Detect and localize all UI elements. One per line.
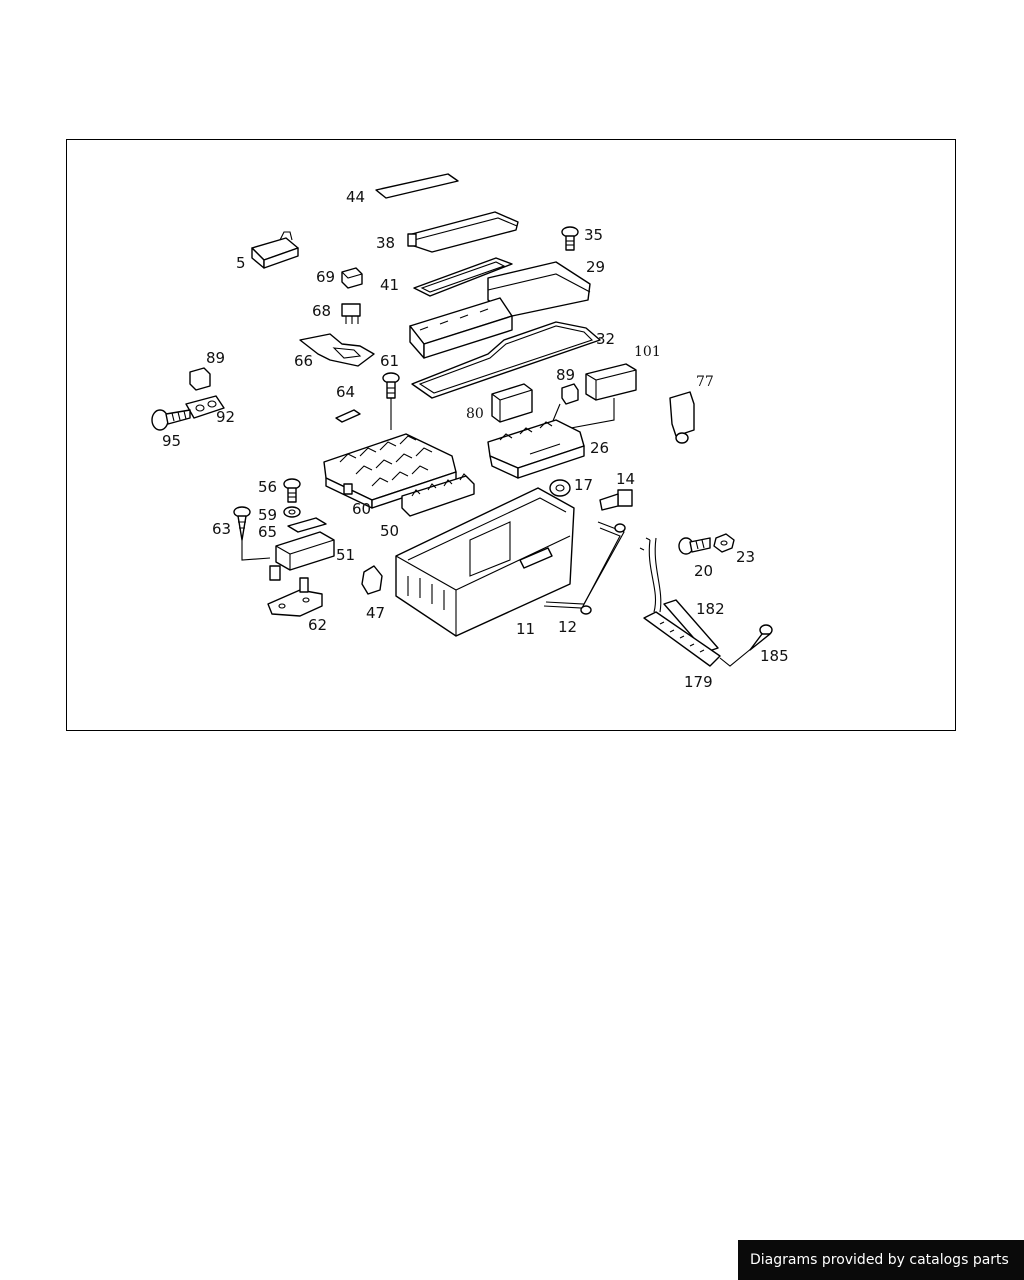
part-35-screw[interactable] [561, 226, 579, 251]
label-101: 101 [634, 344, 661, 360]
part-80-relay[interactable] [491, 383, 533, 423]
part-17-grommet[interactable] [549, 479, 571, 497]
part-77-connector[interactable] [669, 391, 695, 444]
part-23-nut[interactable] [713, 533, 735, 553]
label-65: 65 [258, 523, 277, 541]
part-50-fuse-strip[interactable] [401, 473, 475, 517]
label-38: 38 [376, 234, 395, 252]
part-47-clip[interactable] [361, 565, 383, 595]
part-14-plug[interactable] [599, 489, 633, 511]
label-44: 44 [346, 188, 365, 206]
credit-banner: Diagrams provided by catalogs parts [738, 1240, 1024, 1280]
part-41-gasket[interactable] [413, 257, 513, 297]
label-60: 60 [352, 500, 371, 518]
part-101-relay[interactable] [559, 363, 637, 431]
part-179-rail[interactable] [643, 611, 721, 667]
part-38-cover[interactable] [407, 211, 519, 253]
label-32: 32 [596, 330, 615, 348]
wire-harness [639, 537, 662, 613]
part-44-label-plate[interactable] [375, 173, 459, 199]
label-20: 20 [694, 562, 713, 580]
part-60-fuse-box[interactable] [323, 433, 457, 509]
label-51: 51 [336, 546, 355, 564]
label-29: 29 [586, 258, 605, 276]
label-5: 5 [236, 254, 246, 272]
label-61: 61 [380, 352, 399, 370]
part-59-washer[interactable] [283, 506, 301, 518]
part-66-plate[interactable] [299, 333, 375, 367]
part-92-plate[interactable] [185, 395, 225, 419]
part-89-relay-left[interactable] [189, 367, 211, 391]
part-61-screw[interactable] [382, 372, 400, 430]
part-62-bracket[interactable] [267, 577, 323, 617]
label-68: 68 [312, 302, 331, 320]
part-69-relay[interactable] [341, 267, 363, 289]
label-50: 50 [380, 522, 399, 540]
part-11-housing[interactable] [395, 487, 575, 637]
label-47: 47 [366, 604, 385, 622]
part-56-screw[interactable] [283, 478, 301, 503]
label-182: 182 [696, 600, 725, 618]
label-92: 92 [216, 408, 235, 426]
part-12-tube[interactable] [543, 521, 626, 615]
label-56: 56 [258, 478, 277, 496]
label-11: 11 [516, 620, 535, 638]
label-185: 185 [760, 647, 789, 665]
label-95: 95 [162, 432, 181, 450]
part-185-screw[interactable] [719, 624, 773, 667]
part-29-main-cover[interactable] [409, 261, 591, 359]
label-59: 59 [258, 506, 277, 524]
label-89-right: 89 [556, 366, 575, 384]
label-64: 64 [336, 383, 355, 401]
label-41: 41 [380, 276, 399, 294]
label-89-left: 89 [206, 349, 225, 367]
part-64-fuse[interactable] [335, 409, 361, 423]
label-77: 77 [696, 374, 714, 390]
label-179: 179 [684, 673, 713, 691]
part-51-module[interactable] [269, 531, 335, 581]
label-23: 23 [736, 548, 755, 566]
label-66: 66 [294, 352, 313, 370]
part-63-screw[interactable] [233, 506, 271, 561]
label-69: 69 [316, 268, 335, 286]
part-26-relay-base[interactable] [487, 419, 585, 479]
part-95-bolt[interactable] [151, 409, 191, 431]
label-80: 80 [466, 406, 484, 422]
part-68-connector[interactable] [341, 303, 361, 324]
label-63: 63 [212, 520, 231, 538]
label-35: 35 [584, 226, 603, 244]
label-62: 62 [308, 616, 327, 634]
part-20-bolt[interactable] [678, 537, 711, 555]
part-65-clip[interactable] [287, 517, 327, 533]
part-32-seal[interactable] [411, 321, 601, 399]
label-17: 17 [574, 476, 593, 494]
label-12: 12 [558, 618, 577, 636]
part-5-bracket[interactable] [251, 231, 299, 269]
label-26: 26 [590, 439, 609, 457]
label-14: 14 [616, 470, 635, 488]
